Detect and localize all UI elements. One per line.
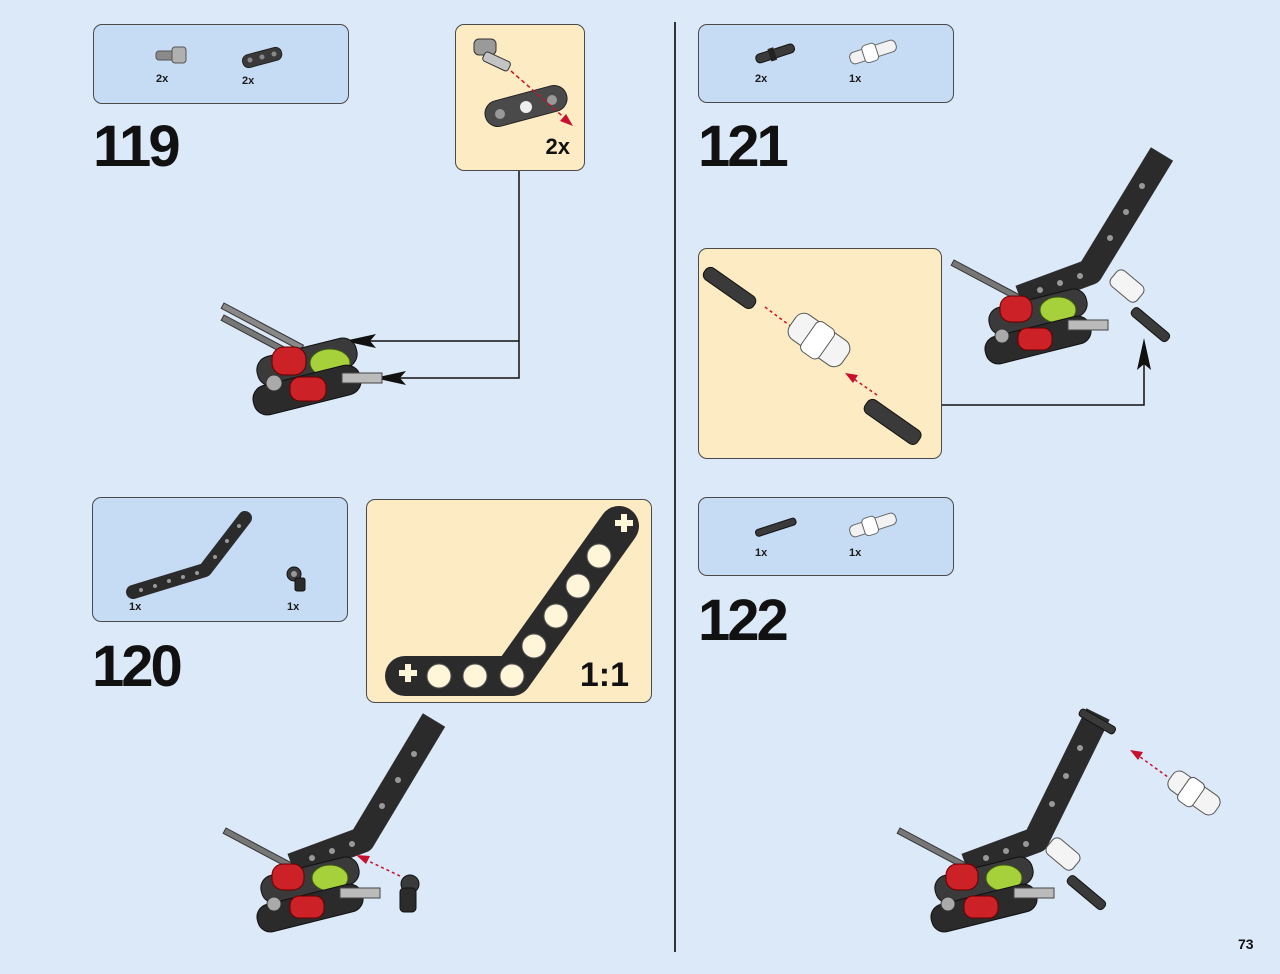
column-divider — [674, 22, 676, 952]
parts-list-step-120: 1x 1x — [92, 497, 348, 622]
parts-list-step-119: 2x 2x — [93, 24, 349, 104]
connector-black-icon — [286, 566, 306, 592]
callout-step-121 — [698, 248, 942, 459]
part-qty: 1x — [755, 547, 768, 559]
axle-pin-black-icon — [755, 43, 796, 64]
callout-multiplier: 2x — [545, 134, 570, 159]
parts-list-step-122: 1x 1x — [698, 497, 954, 576]
beam-3-black-icon — [241, 46, 283, 69]
connector-white-icon — [849, 512, 897, 538]
page-number: 73 — [1238, 936, 1254, 952]
model-step-120-icon — [222, 713, 446, 933]
bent-beam-1to1-icon — [385, 506, 639, 696]
part-qty: 1x — [287, 601, 300, 613]
axle-black-icon — [755, 517, 797, 537]
part-qty: 2x — [156, 73, 169, 85]
model-step-121-icon — [950, 147, 1174, 365]
model-step-122-icon — [896, 708, 1221, 933]
callout-step-119: 2x — [455, 24, 585, 171]
parts-list-step-121: 2x 1x — [698, 24, 954, 103]
callout-scale: 1:1 — [579, 656, 629, 694]
pin-into-beam-icon — [473, 38, 573, 128]
pins-into-connector-icon — [702, 266, 922, 445]
connector-white-icon — [849, 39, 897, 65]
part-qty: 1x — [849, 547, 862, 559]
step-number: 122 — [698, 588, 789, 653]
step-number: 119 — [93, 114, 181, 179]
step-number: 120 — [92, 634, 183, 699]
part-qty: 1x — [129, 601, 142, 613]
step-number: 121 — [698, 114, 789, 179]
callout-step-120: 1:1 — [366, 499, 652, 703]
part-qty: 1x — [849, 73, 862, 85]
model-step-119-icon — [220, 302, 383, 416]
part-qty: 2x — [755, 73, 768, 85]
part-qty: 2x — [242, 75, 255, 87]
axle-pin-grey-icon — [155, 46, 187, 64]
bent-beam-black-icon — [126, 511, 252, 599]
